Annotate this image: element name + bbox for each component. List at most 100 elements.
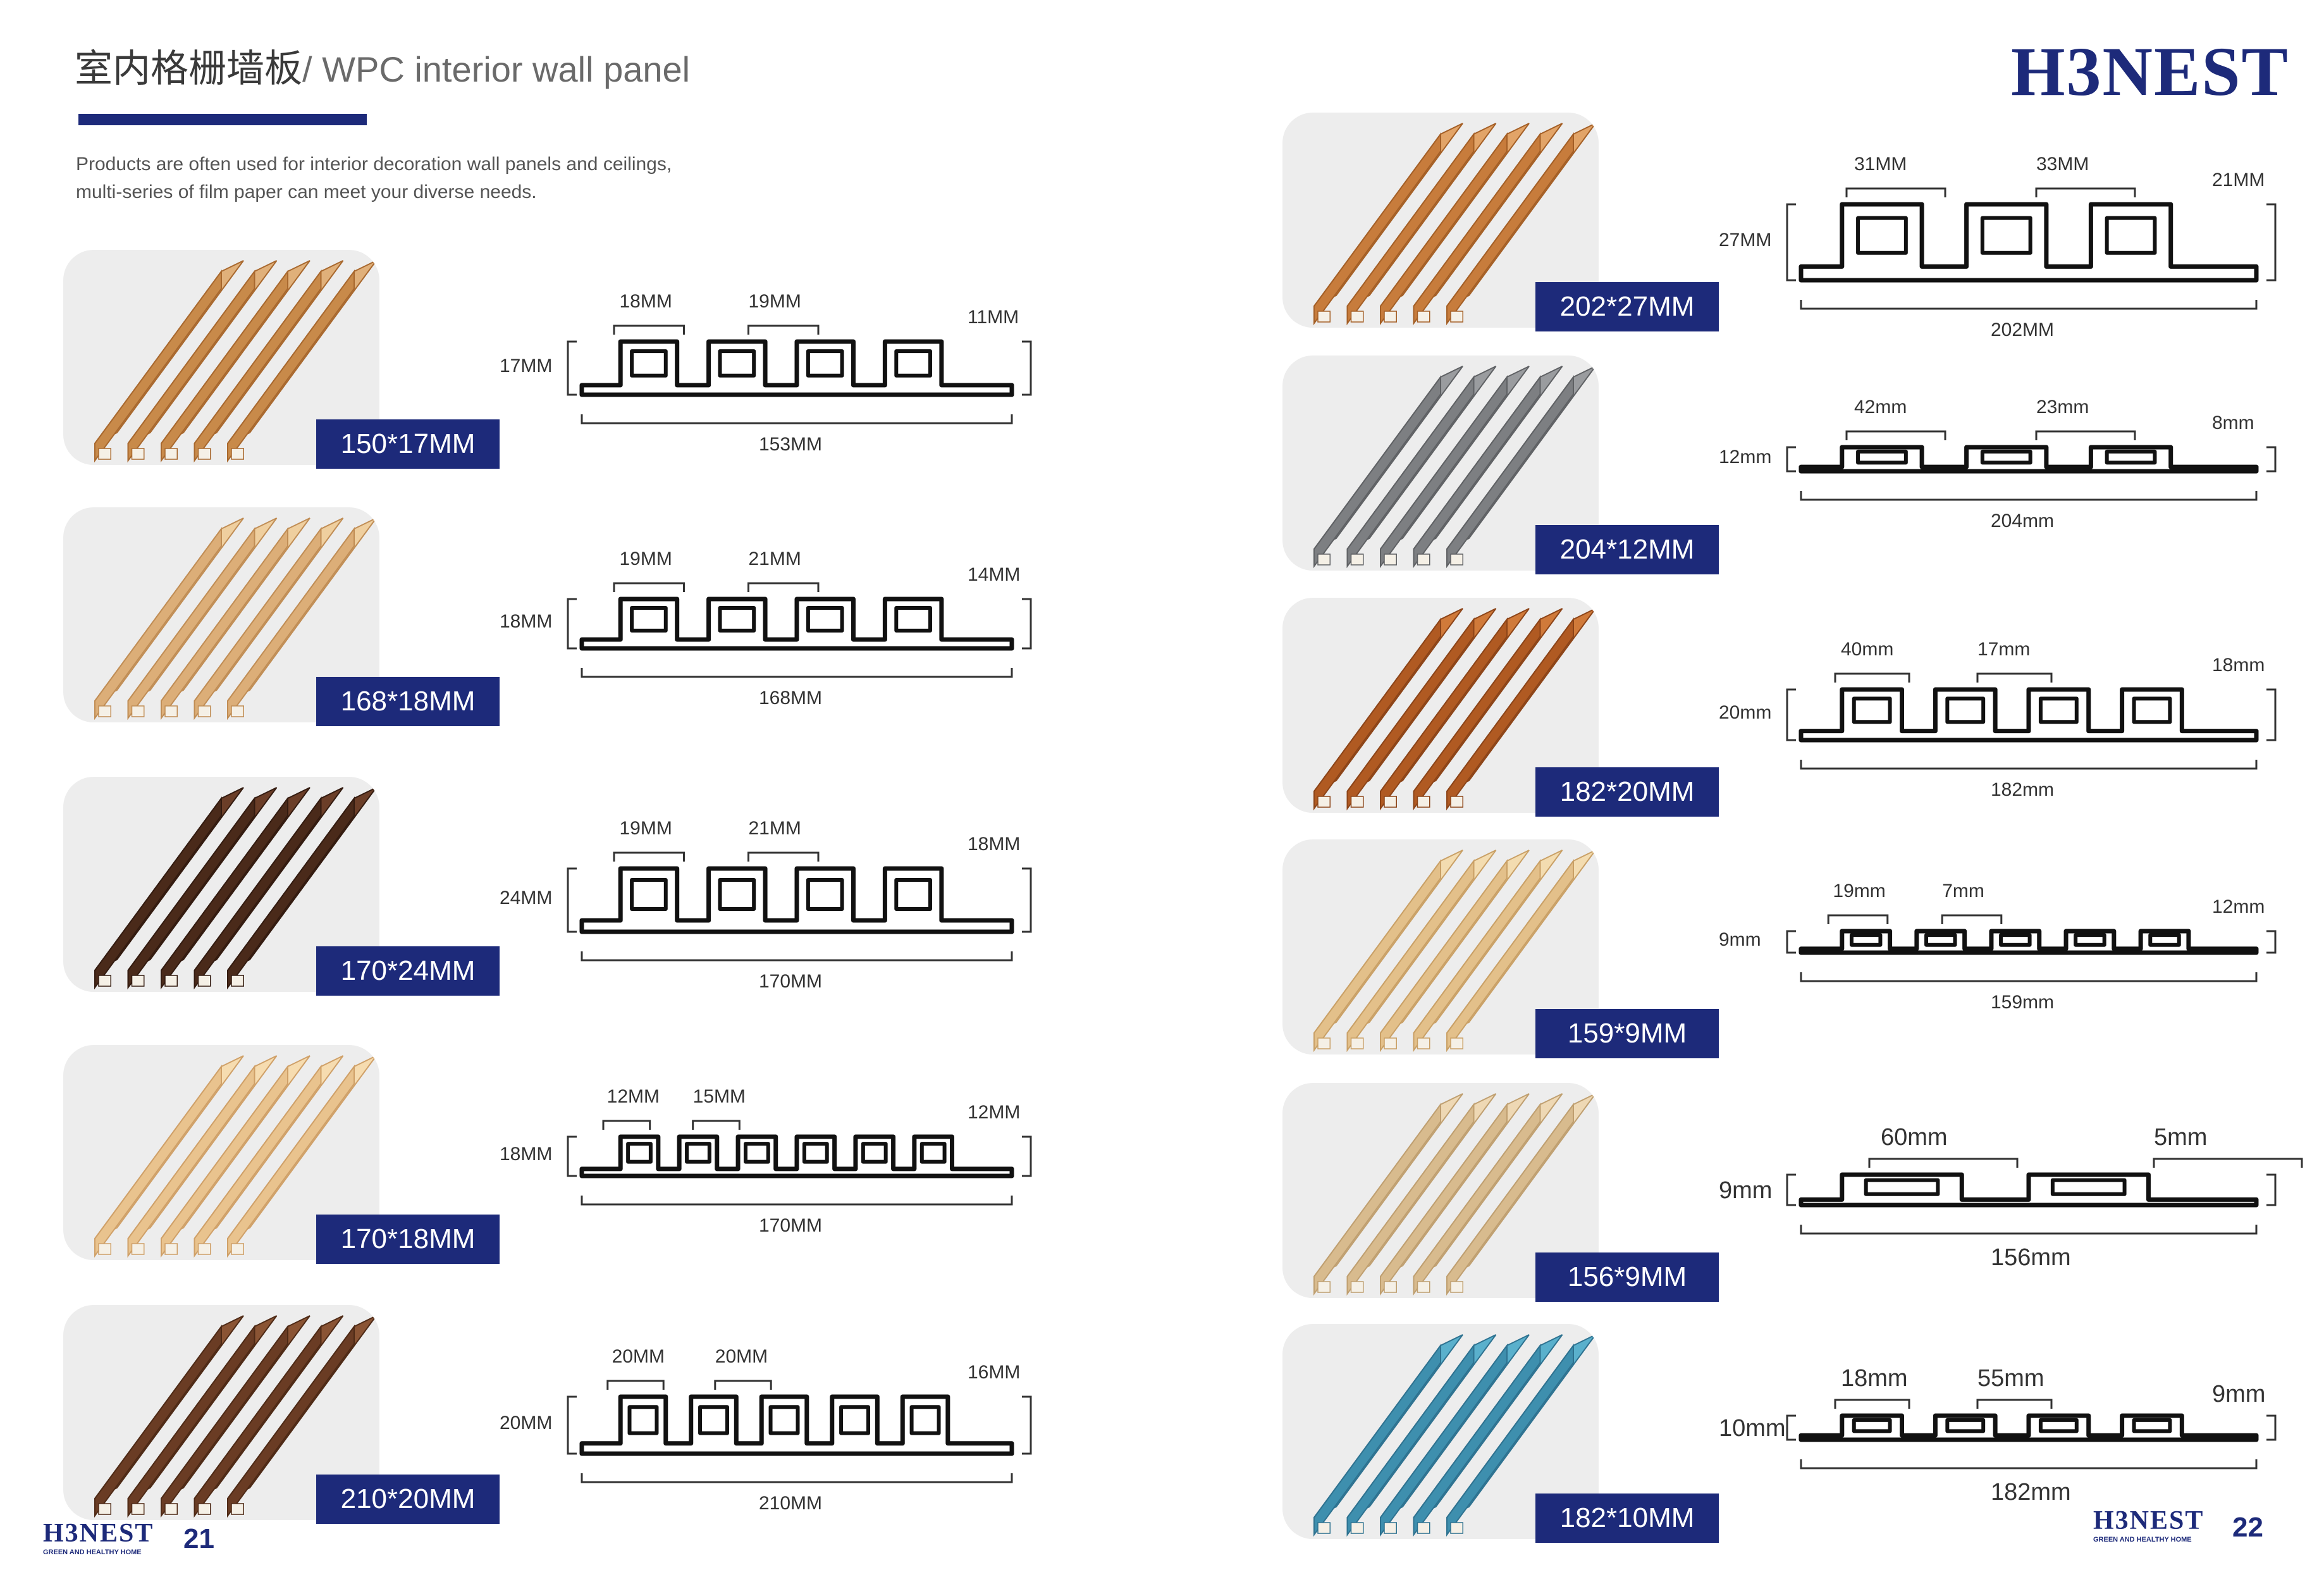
panel-slat-end	[164, 975, 178, 987]
profile-hollow	[806, 878, 844, 911]
dimension-gap-2: 15MM	[692, 1086, 746, 1107]
dimension-height: 12mm	[1719, 447, 1772, 467]
dimension-bracket	[581, 1473, 1013, 1483]
panel-slat-end	[1350, 796, 1364, 808]
panel-slat-side	[1380, 374, 1508, 569]
profile-outline	[579, 1394, 1014, 1456]
profile-drawing	[1798, 929, 2259, 955]
dimension-gap-1: 18MM	[619, 291, 672, 312]
dimension-gap-1: 18mm	[1841, 1365, 1908, 1392]
panel-slat-side	[127, 1324, 255, 1518]
dimension-bracket-vertical	[2266, 688, 2277, 741]
panel-slat-side	[1346, 374, 1475, 569]
panel-slat-side	[1313, 858, 1441, 1053]
profile-hollow	[1856, 449, 1908, 465]
product-size-badge: 170*18MM	[316, 1215, 500, 1264]
dimension-bracket-vertical	[1022, 1395, 1032, 1455]
panel-slat-end	[1317, 553, 1331, 566]
profile-drawing	[1798, 445, 2259, 474]
dimension-bracket	[714, 1380, 772, 1390]
panel-slat-end	[1384, 796, 1397, 808]
panel-slat-side	[194, 269, 322, 463]
dimension-width: 153MM	[759, 434, 823, 455]
dimension-bracket	[581, 1196, 1013, 1206]
panel-slat-end	[131, 975, 145, 987]
panel-slat-side	[94, 526, 222, 720]
profile-outline	[1798, 445, 2259, 474]
panel-slat-end	[1317, 1281, 1331, 1293]
dimension-height: 27MM	[1719, 230, 1772, 250]
panel-slat-end	[231, 1243, 244, 1255]
dimension-bracket	[1800, 760, 2258, 770]
product-image	[1313, 850, 1596, 1053]
dimension-bracket	[747, 851, 820, 862]
dimension-bracket	[613, 325, 685, 335]
panel-slat-side	[1380, 132, 1508, 326]
panel-slat-end	[1350, 1037, 1364, 1049]
dimension-bracket	[1800, 300, 2258, 310]
panel-slat-side	[227, 526, 355, 720]
profile-hollow	[630, 878, 668, 911]
dimension-gap-1: 42mm	[1854, 397, 1907, 417]
panel-slat-end	[1384, 1037, 1397, 1049]
dimension-edge: 14MM	[968, 564, 1021, 585]
dimension-bracket	[2153, 1158, 2303, 1168]
dimension-bracket-vertical	[2266, 203, 2277, 281]
panel-slat-end	[1450, 1522, 1463, 1534]
panel-slat-side	[1413, 132, 1541, 326]
product-image	[1313, 123, 1596, 326]
panel-illustration	[94, 260, 377, 463]
footer-logo-right: H3NEST GREEN AND HEALTHY HOME	[2093, 1506, 2226, 1543]
profile-drawing	[579, 1394, 1014, 1456]
panel-slat-end	[231, 1503, 244, 1515]
page-number-right: 22	[2232, 1512, 2263, 1543]
profile-hollow	[1856, 216, 1908, 255]
brand-logo-top: H3NEST	[2011, 33, 2289, 110]
panel-slat-end	[131, 1243, 145, 1255]
panel-slat-end	[98, 1503, 111, 1515]
panel-slat-side	[161, 526, 288, 720]
profile-hollow	[1849, 933, 1883, 947]
footer-brand-right: H3NEST	[2093, 1506, 2204, 1535]
dimension-bracket	[602, 1120, 651, 1130]
profile-hollow	[627, 1405, 659, 1435]
product-image-card	[1282, 1324, 1599, 1539]
product-image-card	[1282, 839, 1599, 1054]
profile-hollow	[1864, 1178, 1940, 1196]
panel-slat-side	[127, 1064, 255, 1258]
profile-hollow	[1945, 696, 1986, 724]
dimension-height: 9mm	[1719, 1177, 1773, 1204]
dimension-gap-1: 19MM	[619, 548, 672, 569]
profile-drawing	[579, 597, 1014, 651]
dimension-bracket	[747, 325, 820, 335]
panel-slat-end	[1317, 1037, 1331, 1049]
dimension-gap-2: 5mm	[2154, 1124, 2208, 1151]
dimension-bracket	[1800, 1459, 2258, 1469]
panel-slat-end	[1317, 796, 1331, 808]
profile-hollow	[630, 606, 668, 633]
product-size-badge: 156*9MM	[1535, 1252, 1719, 1302]
panel-slat-side	[1346, 1102, 1475, 1296]
product-image	[94, 1315, 377, 1518]
dimension-bracket	[1941, 914, 2003, 924]
dimension-edge: 18MM	[968, 834, 1021, 855]
panel-slat-end	[1417, 796, 1430, 808]
profile-drawing	[1798, 1413, 2259, 1442]
panel-slat-end	[1417, 1522, 1430, 1534]
dimension-bracket	[1845, 187, 1946, 197]
panel-illustration	[1313, 1093, 1596, 1296]
dimension-bracket-vertical	[1022, 598, 1032, 650]
panel-slat-side	[1413, 1102, 1541, 1296]
panel-slat-end	[98, 975, 111, 987]
panel-illustration	[94, 1315, 377, 1518]
dimension-bracket-vertical	[567, 598, 577, 650]
panel-slat-end	[1417, 1037, 1430, 1049]
dimension-gap-1: 19MM	[619, 818, 672, 839]
dimension-edge: 18mm	[2212, 655, 2265, 676]
dimension-width: 202MM	[1991, 319, 2055, 340]
product-image-card	[1282, 113, 1599, 328]
dimension-bracket-vertical	[567, 1135, 577, 1177]
dimension-bracket	[581, 668, 1013, 678]
